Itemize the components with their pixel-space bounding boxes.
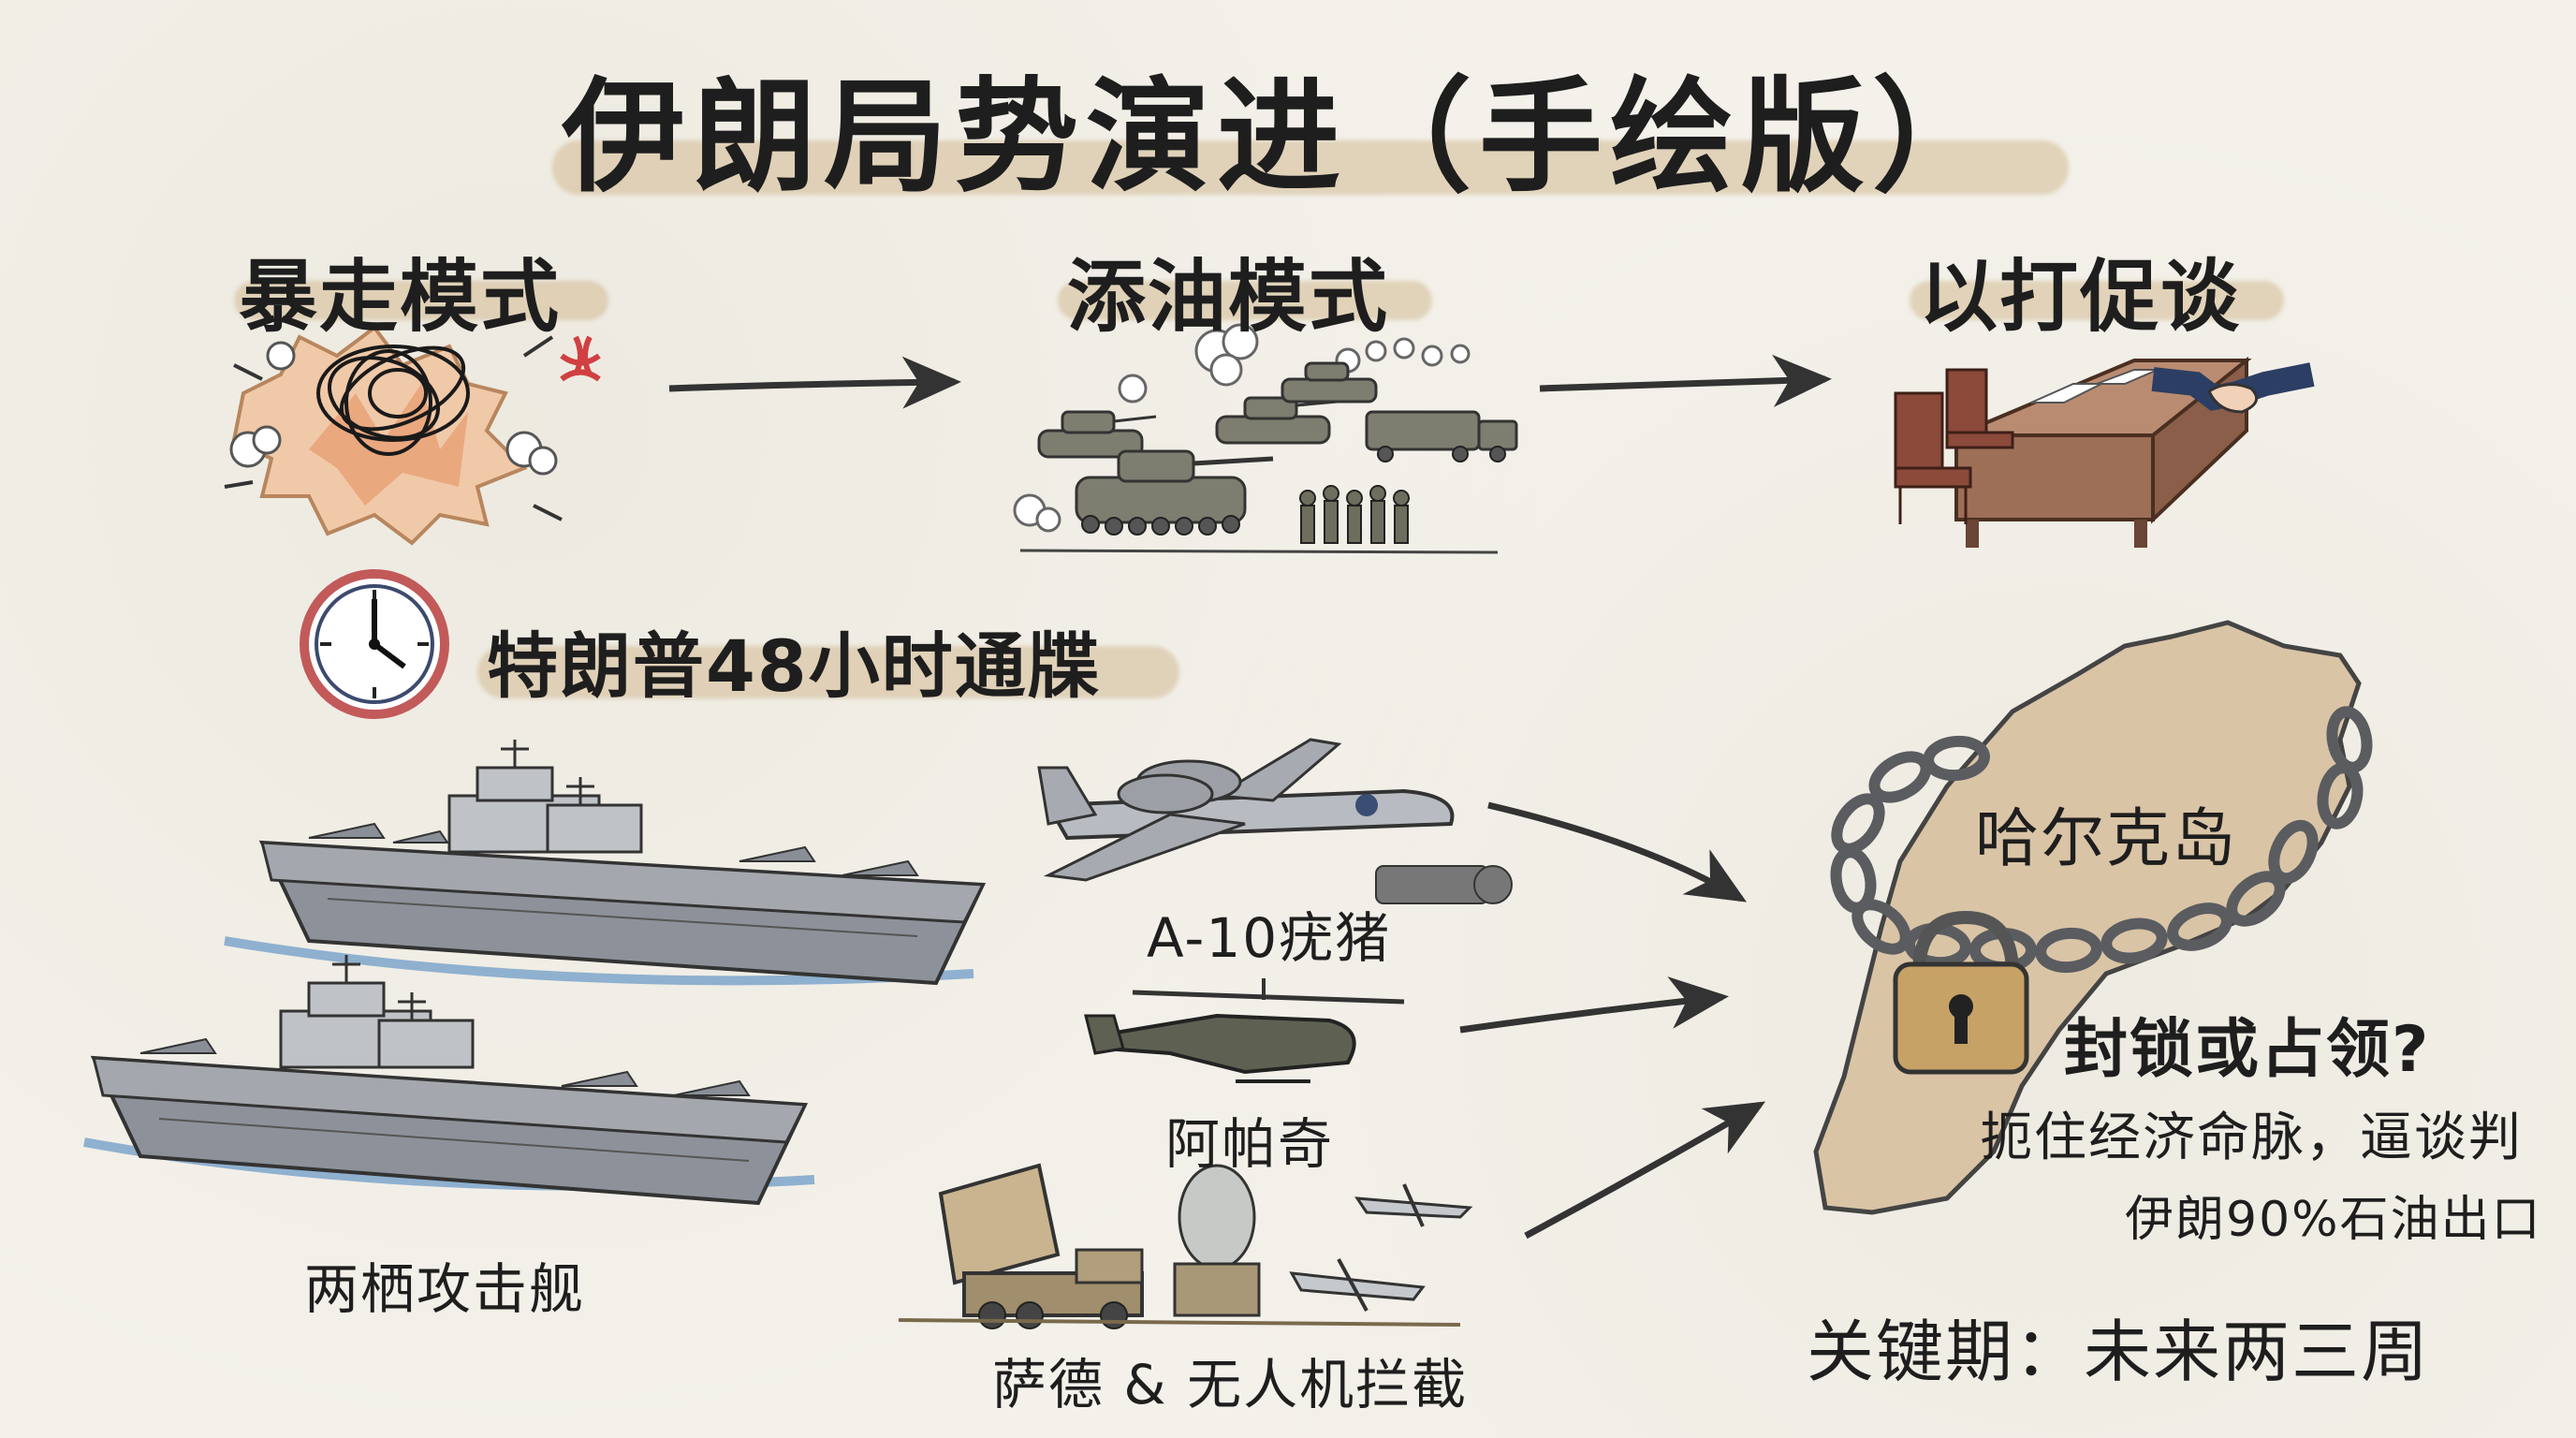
a10-aircraft-icon [1037,738,1513,904]
title-highlight [552,140,2069,195]
ultimatum-label: 特朗普48小时通牒 [487,624,1101,708]
key-period-label: 关键期：未来两三周 [1807,1313,2431,1391]
island-question: 封锁或占领? [2064,1013,2431,1087]
island-name: 哈尔克岛 [1975,802,2238,876]
thaad-drone-label: 萨德 & 无人机拦截 [992,1353,1469,1416]
chain-icon [1830,706,2373,974]
stage1-highlight [234,281,608,320]
a10-label: A-10疣猪 [1147,906,1392,970]
page-title: 伊朗局势演进（手绘版） [562,66,2003,210]
stage-label-rampage: 暴走模式 [239,251,562,343]
stage2-highlight [1058,281,1432,320]
tanks-troops-icon [1013,323,1518,554]
amphibious-ship-icon-1 [224,740,987,986]
flow-arrow-a10 [1487,801,1748,902]
stage3-highlight [1910,281,2284,320]
padlock-icon [1893,910,2029,1075]
apache-label: 阿帕奇 [1165,1112,1335,1176]
apache-helicopter-icon [1084,978,1405,1083]
flow-arrow-2 [1539,354,1832,407]
ships-label: 两栖攻击舰 [304,1257,586,1321]
flow-arrow-apache [1459,976,1729,1034]
explosion-icon [224,325,601,546]
negotiation-table-icon [1894,356,2315,548]
clock-icon [300,569,449,719]
ultimatum-highlight [477,646,1179,698]
amphibious-ship-icon-2 [83,955,815,1206]
island-note-line2: 伊朗90%石油出口 [2125,1192,2542,1248]
island-note-line1: 扼住经济命脉，逼谈判 [1980,1108,2523,1168]
stage-label-fight-to-negotiate: 以打促谈 [1919,251,2242,343]
stage-label-escalation: 添油模式 [1067,251,1390,343]
flow-arrow-1 [668,356,961,409]
thaad-drone-icon [898,1163,1473,1329]
flow-arrow-thaad [1524,1101,1766,1240]
